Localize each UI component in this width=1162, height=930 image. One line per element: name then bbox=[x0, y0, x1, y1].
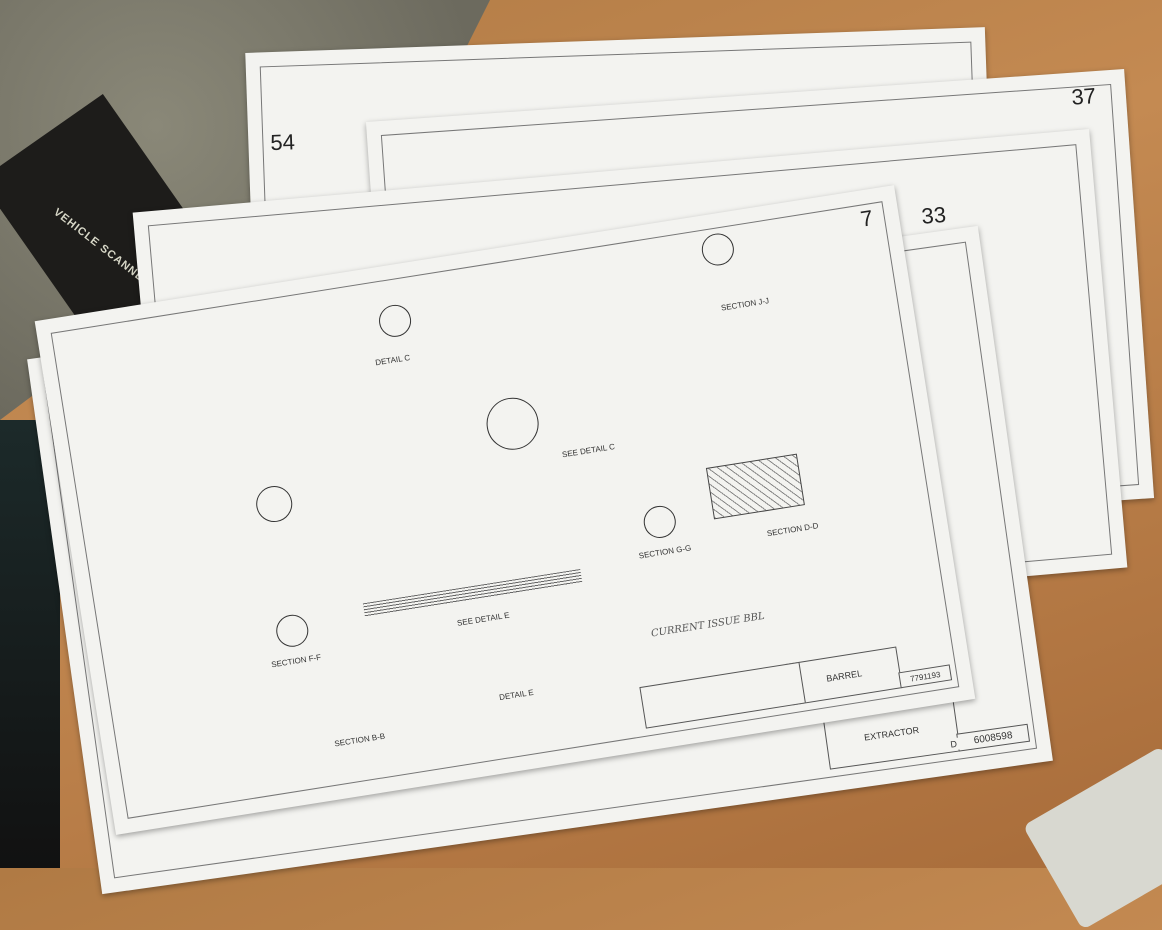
sheet-number: 54 bbox=[269, 129, 296, 156]
keyboard bbox=[1022, 746, 1162, 930]
title-block-size: D bbox=[946, 737, 961, 751]
sheet-number: 37 bbox=[1070, 83, 1097, 110]
sheet-number: 33 bbox=[920, 201, 947, 229]
